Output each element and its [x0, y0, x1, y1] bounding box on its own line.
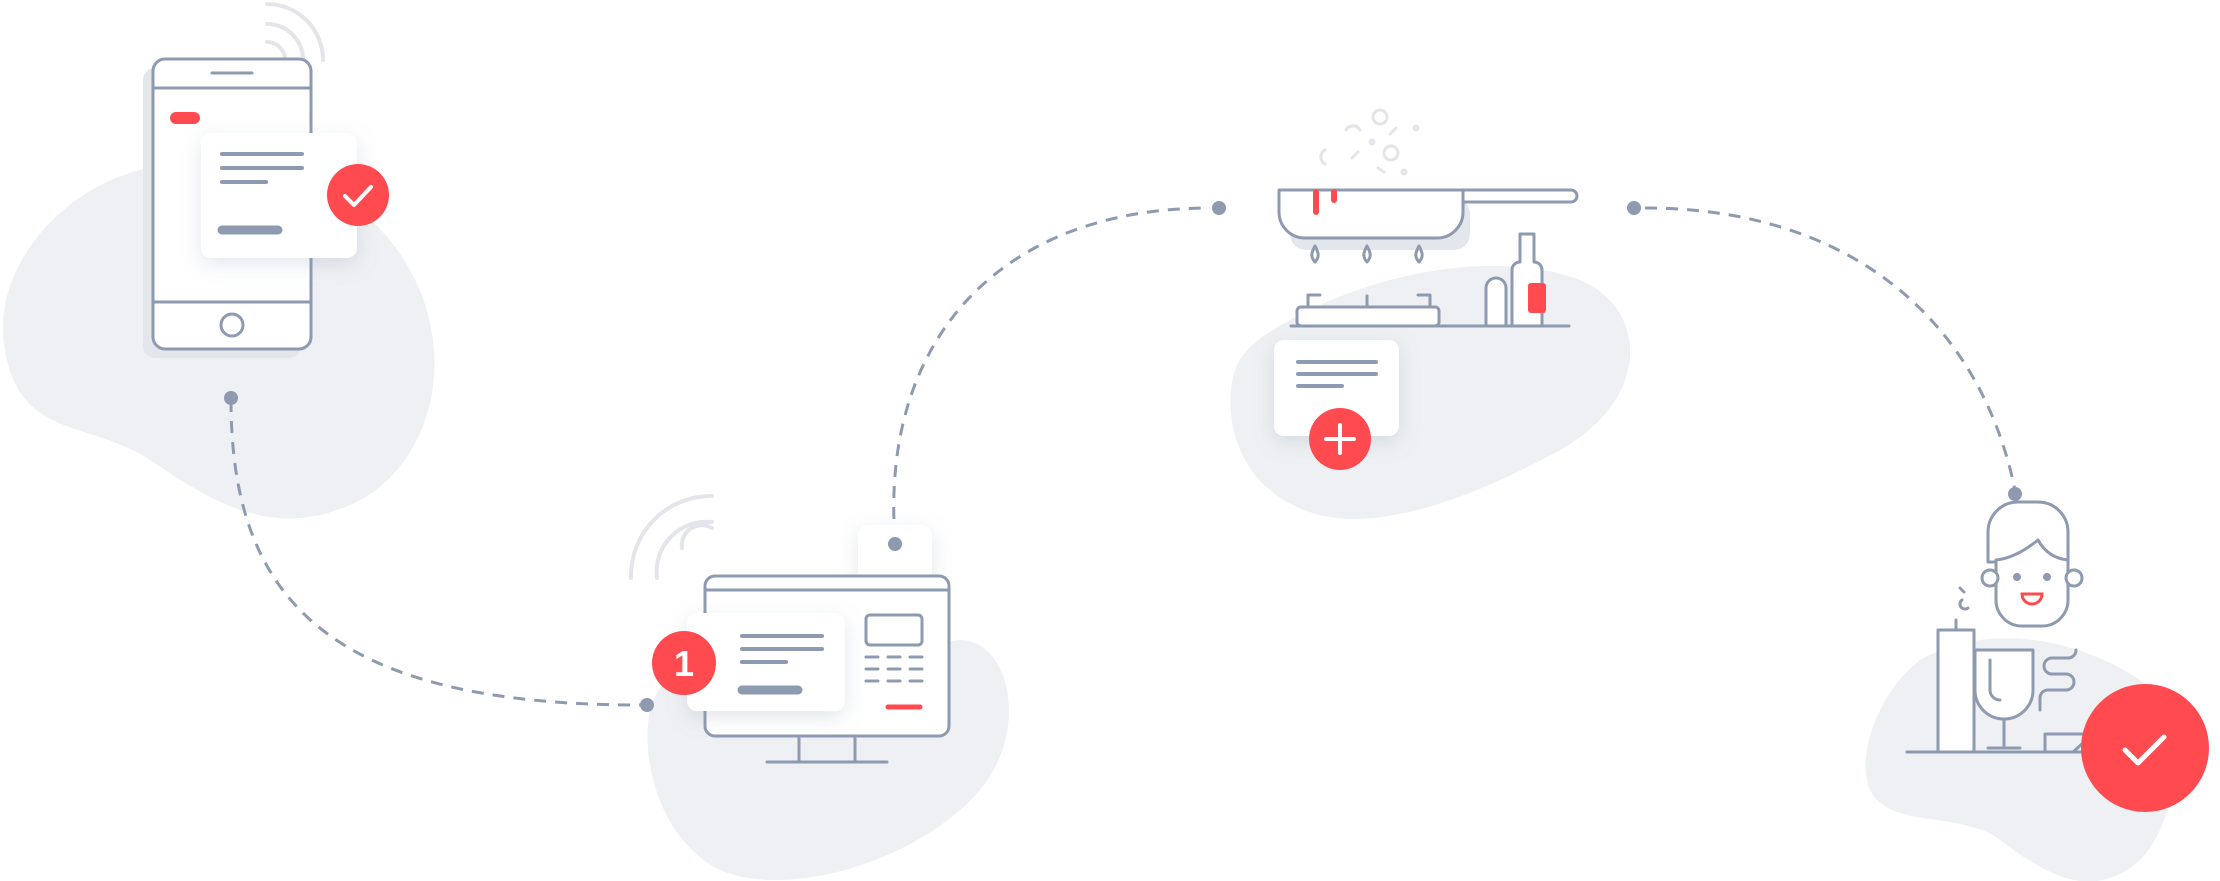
wifi-icon — [628, 493, 714, 580]
steam-icon — [1319, 108, 1420, 176]
check-icon — [327, 164, 389, 226]
connector-dot — [2008, 487, 2022, 501]
frying-pan-icon — [1277, 188, 1465, 240]
connector-dot — [640, 698, 654, 712]
order-number: 1 — [674, 643, 694, 684]
customer-served-step — [1905, 500, 2209, 812]
connector-path-2 — [892, 206, 1211, 541]
connector-path-1 — [229, 399, 641, 707]
table-icon — [1905, 586, 2132, 754]
connector-dot — [224, 391, 238, 405]
connector-dot — [1212, 201, 1226, 215]
wifi-icon — [265, 2, 325, 62]
flame-icon — [1310, 244, 1424, 264]
connector-dot — [1627, 201, 1641, 215]
monitor-order-step: 1 — [628, 493, 951, 764]
order-number-badge: 1 — [652, 631, 716, 695]
check-icon — [2081, 684, 2209, 812]
phone-order-step — [143, 2, 389, 358]
kitchen-cooking-step — [1274, 108, 1579, 470]
plus-icon — [1309, 408, 1371, 470]
connector-path-3 — [1644, 206, 2017, 491]
customer-avatar — [1980, 500, 2084, 628]
